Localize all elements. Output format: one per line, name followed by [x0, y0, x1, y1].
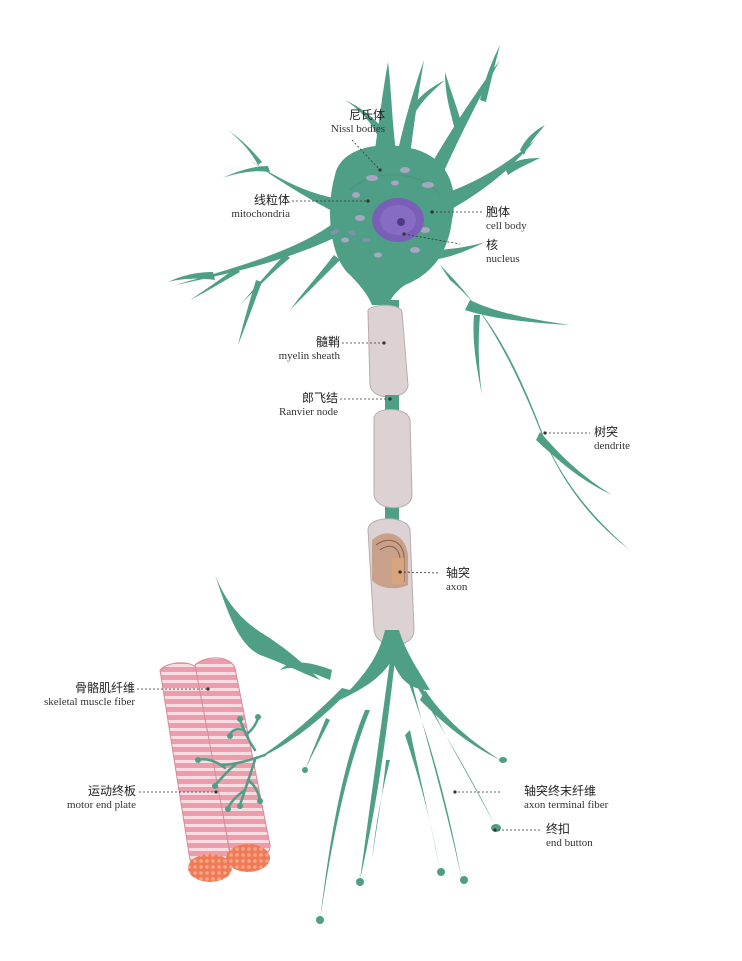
label-myelin-en: myelin sheath	[278, 350, 340, 362]
label-end-button: 终扣 end button	[546, 822, 593, 850]
nissl-bodies	[341, 167, 434, 258]
label-endplate-zh: 运动终板	[87, 784, 136, 798]
myelin-segment-1	[367, 304, 409, 398]
label-button-zh: 终扣	[546, 822, 571, 836]
skeletal-muscle-fiber	[159, 657, 271, 882]
label-nucleus-zh: 核	[486, 238, 499, 252]
label-nissl-en: Nissl bodies	[330, 123, 385, 135]
end-button-3	[437, 868, 445, 876]
label-cell-body: 胞体 cell body	[486, 205, 527, 233]
label-skeletal-muscle-fiber: 骨骼肌纤维 skeletal muscle fiber	[10, 681, 135, 709]
end-button-7	[302, 767, 308, 773]
label-axon-zh: 轴突	[446, 566, 471, 580]
label-myelin-sheath: 髓鞘 myelin sheath	[240, 335, 340, 363]
label-mito-zh: 线粒体	[253, 193, 290, 207]
label-ranvier-node: 郎飞结 Ranvier node	[240, 391, 338, 419]
label-ranvier-zh: 郎飞结	[301, 391, 338, 405]
myelin-segment-2	[373, 409, 413, 509]
label-endplate-en: motor end plate	[66, 799, 136, 811]
label-mito-en: mitochondria	[231, 208, 290, 220]
label-nucleus: 核 nucleus	[486, 238, 520, 266]
end-button-6	[499, 757, 507, 763]
myelin-cutaway	[372, 533, 408, 589]
label-cellbody-en: cell body	[486, 220, 527, 232]
label-axon-en: axon	[446, 581, 468, 593]
label-cellbody-zh: 胞体	[486, 205, 511, 219]
label-axon: 轴突 axon	[446, 566, 470, 594]
label-axon-terminal-fiber: 轴突终末纤维 axon terminal fiber	[524, 784, 608, 812]
label-myelin-zh: 髓鞘	[315, 335, 340, 349]
axon-terminal-branches	[215, 575, 507, 924]
label-nissl-bodies: 尼氏体 Nissl bodies	[305, 108, 385, 136]
label-dendrite: 树突 dendrite	[594, 425, 630, 453]
end-button-4	[316, 916, 324, 924]
axon	[367, 300, 415, 646]
label-nucleus-en: nucleus	[486, 253, 520, 265]
leader-dots	[206, 168, 547, 832]
label-dendrite-zh: 树突	[594, 425, 619, 439]
label-muscle-en: skeletal muscle fiber	[43, 696, 135, 708]
label-terminal-en: axon terminal fiber	[524, 799, 609, 811]
leader-lines	[137, 139, 590, 831]
label-motor-end-plate: 运动终板 motor end plate	[20, 784, 136, 812]
motor-end-plate-knobs	[195, 714, 263, 812]
end-button-5	[356, 878, 364, 886]
label-nissl-zh: 尼氏体	[348, 108, 385, 122]
label-muscle-zh: 骨骼肌纤维	[74, 681, 135, 695]
label-ranvier-en: Ranvier node	[279, 406, 338, 418]
label-mitochondria: 线粒体 mitochondria	[200, 193, 290, 221]
label-dendrite-en: dendrite	[594, 440, 631, 452]
label-button-en: end button	[546, 837, 593, 849]
ranvier-node	[385, 395, 399, 407]
mitochondria	[330, 229, 370, 242]
label-terminal-zh: 轴突终末纤维	[524, 784, 597, 798]
cell-body	[330, 145, 455, 305]
end-button-2	[460, 876, 468, 884]
